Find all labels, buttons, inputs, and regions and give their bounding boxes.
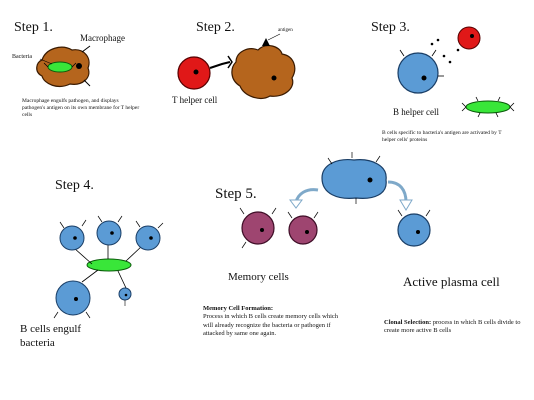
bacteria-label: Bacteria <box>12 54 32 60</box>
active-plasma-label: Active plasma cell <box>403 274 500 289</box>
t-helper-cell <box>177 56 211 90</box>
step2-macrophage <box>231 33 296 99</box>
step5-heading: Step 5. <box>215 186 257 202</box>
step3-dots <box>430 38 460 64</box>
macrophage-label: Macrophage <box>80 33 125 43</box>
memory-formation-body: Process in which B cells create memory c… <box>203 313 339 338</box>
step1-heading: Step 1. <box>14 20 53 35</box>
arrow-to-memory <box>289 188 319 209</box>
step5-large-b-cell <box>321 152 387 204</box>
step4-b-cell-5 <box>118 287 132 306</box>
step2-binding <box>209 55 233 69</box>
t-helper-label: T helper cell <box>172 95 218 105</box>
antigen-label: antigen <box>278 28 293 33</box>
memory-formation-note: Memory Cell Formation: Process in which … <box>203 305 343 339</box>
b-helper-cell <box>397 49 444 94</box>
step4-connections <box>73 243 143 289</box>
b-helper-label: B helper cell <box>393 107 439 117</box>
memory-formation-title: Memory Cell Formation: <box>203 305 274 312</box>
step1-caption: Macrophage engulfs pathogen, and display… <box>22 98 140 118</box>
step3-red-cell <box>457 26 481 50</box>
memory-cell-1 <box>239 207 277 249</box>
step2-heading: Step 2. <box>196 20 235 35</box>
step1-bacteria <box>39 58 77 73</box>
bottom-margin <box>0 362 534 400</box>
step3-heading: Step 3. <box>371 20 410 35</box>
step4-b-cell-1 <box>59 219 87 251</box>
step4-b-cell-2 <box>96 215 123 246</box>
plasma-cell <box>397 209 431 247</box>
b-cells-engulf-label: B cells engulf bacteria <box>20 323 82 350</box>
step3-bacteria <box>461 96 515 118</box>
clonal-selection-body: process in which B cells divide to creat… <box>384 319 521 335</box>
memory-cells-label: Memory cells <box>228 271 289 283</box>
memory-cell-2 <box>287 211 319 245</box>
arrow-to-plasma <box>387 180 413 211</box>
step4-b-cell-3 <box>135 220 164 251</box>
step4-b-cell-4 <box>53 280 91 319</box>
step4-heading: Step 4. <box>55 178 94 193</box>
step4-green-bacteria <box>86 258 132 272</box>
clonal-selection-title: Clonal Selection: <box>384 319 432 326</box>
clonal-selection-note: Clonal Selection: process in which B cel… <box>384 319 524 336</box>
step3-caption: B cells specific to bacteria's antigen a… <box>382 130 502 143</box>
